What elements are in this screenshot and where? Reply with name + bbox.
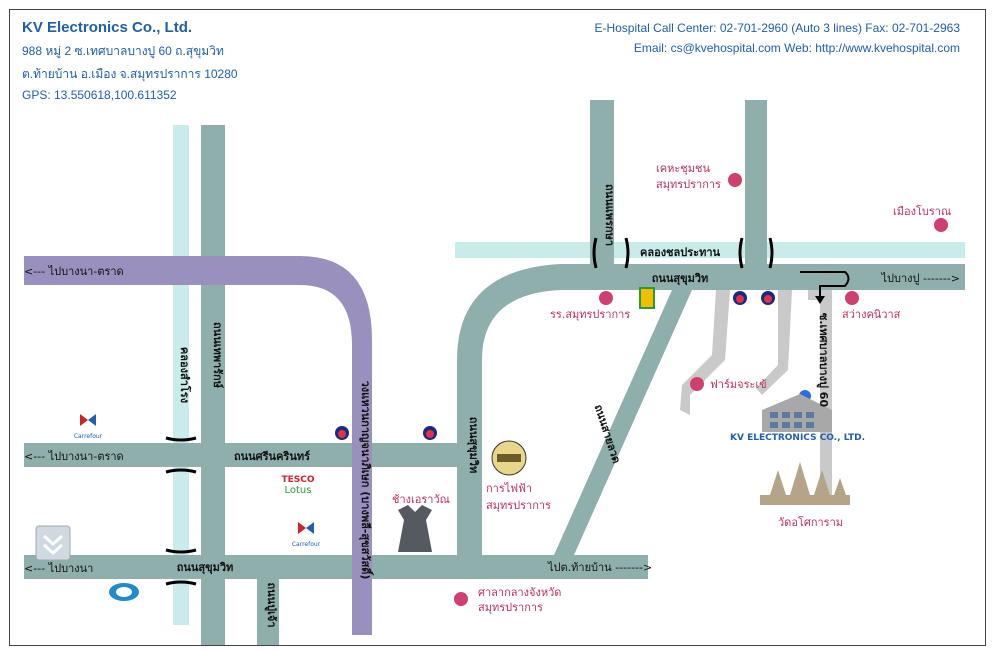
- call-center-text: E-Hospital Call Center: 02-701-2960 (Aut…: [594, 21, 960, 35]
- company-name: KV Electronics Co., Ltd.: [22, 19, 192, 36]
- address-line-1: 988 หมู่ 2 ซ.เทศบาลบางปู 60 ถ.สุขุมวิท: [22, 44, 224, 59]
- carrefour-icon: [80, 414, 314, 534]
- u-turn-arrow-head: [815, 296, 825, 304]
- road-label-chonprathan: คลองชลประทาน: [640, 246, 721, 259]
- road-label-soi-60: ซ.เทศบาลบางปู 60: [816, 313, 830, 408]
- email-web-text[interactable]: Email: cs@kvehospital.com Web: http://ww…: [634, 41, 960, 55]
- temple-icon: [760, 462, 850, 505]
- road-label-sukhumvit-bottom: ถนนสุขุมวิท: [177, 561, 234, 575]
- poi-dots: [454, 173, 948, 606]
- road-label-phraekasa: ถนนแพรกษา: [603, 184, 616, 246]
- road-label-thepharak: ถนนเทพารักษ์: [211, 322, 224, 389]
- road-lane-1: [680, 290, 730, 415]
- direction-thaiban: ไปต.ท้ายบ้าน ------->: [547, 561, 652, 574]
- place-school: รร.สมุทรปราการ: [550, 308, 630, 321]
- road-label-sukhumvit-top: ถนนสุขุมวิท: [652, 272, 709, 286]
- place-erawan: ช้างเอราวัณ: [392, 493, 450, 506]
- road-label-sukhumvit-vertical: ถนนสุขุมวิท: [466, 417, 480, 474]
- place-community: เคหะชุมชน: [656, 162, 710, 175]
- place-farm: ฟาร์มจระเข้: [710, 378, 767, 391]
- road-srinakarin: [24, 443, 480, 467]
- road-sukhumvit-bottom: [24, 555, 648, 579]
- road-pu-chao: [257, 565, 279, 645]
- lotus-label: Lotus: [285, 485, 312, 496]
- canal-samrong: [173, 125, 189, 625]
- carrefour-label-1: Carrefour: [74, 433, 103, 440]
- bridge-markers: [165, 237, 774, 586]
- place-wat: วัดอโศการาม: [778, 515, 843, 529]
- direction-bangna-trat-top: <--- ไปบางนา-ตราด: [24, 265, 124, 278]
- road-soi-60: [808, 290, 832, 500]
- fuel-icons: [335, 291, 775, 440]
- road-expressway: [24, 256, 372, 635]
- road-sukhumvit-curve: [457, 264, 965, 579]
- gps-coordinates: GPS: 13.550618,100.611352: [22, 88, 177, 102]
- place-city-hall-2: สมุทรปราการ: [478, 601, 543, 614]
- road-north-right: [745, 100, 767, 270]
- place-muang-boran: เมืองโบราณ: [893, 204, 951, 218]
- u-turn-arrow: [800, 271, 850, 298]
- direction-bangpu: ไปบางปู ------->: [880, 272, 960, 285]
- direction-bangna-trat-mid: <--- ไปบางนา-ตราด: [24, 450, 124, 463]
- road-label-expressway: วงแหวนกาญจนาภิเษก (บางพลี-สุขสวัสดิ์): [358, 381, 374, 580]
- direction-bangna: <--- ไปบางนา: [24, 562, 93, 575]
- road-label-srinakarin: ถนนศรีนครินทร์: [234, 450, 310, 463]
- place-electricity: การไฟฟ้า: [486, 482, 532, 495]
- carrefour-label-2: Carrefour: [292, 541, 321, 548]
- place-community-2: สมุทรปราการ: [656, 178, 721, 191]
- address-line-2: ต.ท้ายบ้าน อ.เมือง จ.สมุทรปราการ 10280: [22, 67, 238, 82]
- road-label-khlong-samrong: คลองสำโรง: [178, 347, 192, 403]
- canal-chonprathan: [455, 242, 965, 258]
- road-sai-luat: [554, 290, 692, 555]
- place-city-hall: ศาลากลางจังหวัด: [478, 586, 561, 599]
- road-lane-2: [756, 290, 792, 395]
- kv-building-icon: [762, 394, 832, 432]
- place-electricity-2: สมุทรปราการ: [486, 499, 551, 512]
- store-icon: [639, 287, 655, 309]
- tesco-label: TESCO: [281, 475, 314, 485]
- kv-map-label: KV ELECTRONICS CO., LTD.: [730, 433, 865, 443]
- erawan-icon: [398, 505, 432, 552]
- road-label-pu-chao: ถนนปู่เจ้า: [264, 582, 278, 627]
- place-sawang-niwat: สว่างคนิวาส: [842, 308, 901, 321]
